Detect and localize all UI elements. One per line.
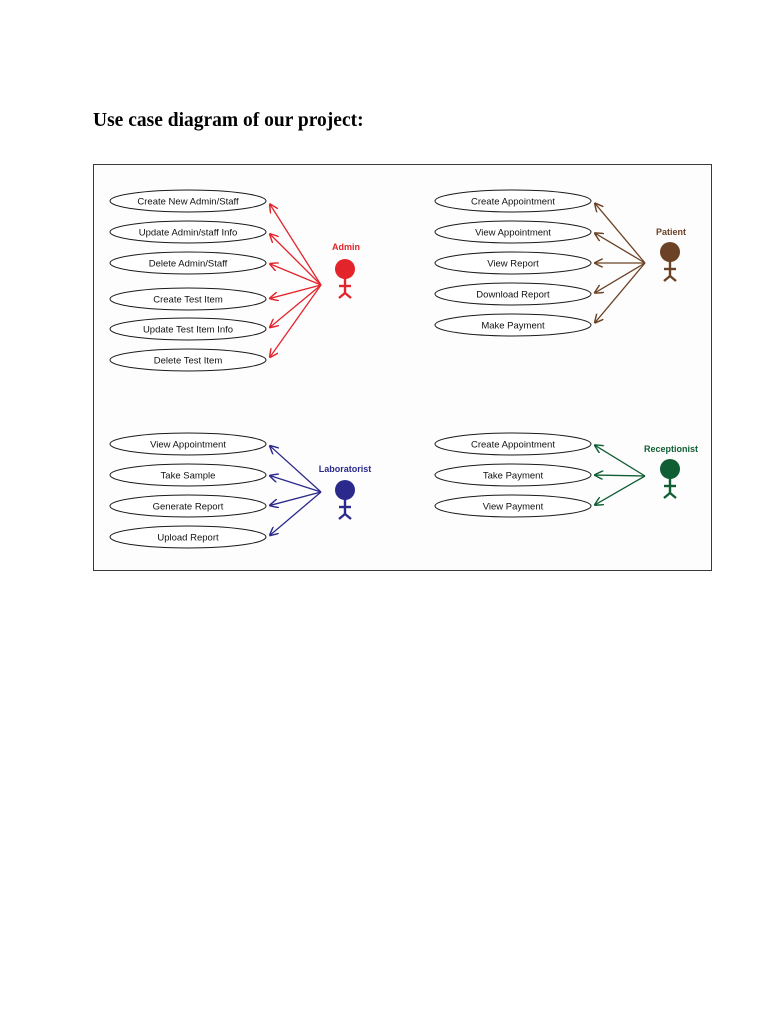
use-case-ellipse <box>109 348 267 372</box>
use-case-patient: Create Appointment <box>434 189 592 213</box>
use-case-ellipse <box>434 313 592 337</box>
use-case-admin: Create Test Item <box>109 287 267 311</box>
use-case-label: Create Appointment <box>471 440 555 451</box>
use-case-admin: Update Admin/staff Info <box>109 220 267 244</box>
association-arrow <box>270 476 322 493</box>
receptionist-actor-icon <box>660 459 680 499</box>
use-case-admin: Delete Test Item <box>109 348 267 372</box>
use-case-label: Create Test Item <box>153 295 223 306</box>
use-case-ellipse <box>109 463 267 487</box>
association-arrow <box>270 234 322 286</box>
use-case-receptionist: Take Payment <box>434 463 592 487</box>
association-arrow <box>595 475 646 476</box>
use-case-label: Update Admin/staff Info <box>139 228 238 239</box>
association-arrow <box>595 262 646 323</box>
use-case-label: View Appointment <box>475 228 551 239</box>
use-case-receptionist: Create Appointment <box>434 432 592 456</box>
association-arrow <box>270 491 322 535</box>
use-case-ellipse <box>434 494 592 518</box>
use-case-ellipse <box>434 251 592 275</box>
use-case-ellipse <box>109 220 267 244</box>
use-case-ellipse <box>109 525 267 549</box>
laboratorist-actor-icon <box>335 480 355 520</box>
actor-name-receptionist: Receptionist <box>644 444 698 454</box>
use-case-ellipse <box>434 220 592 244</box>
use-case-ellipse <box>109 287 267 311</box>
patient-actor-icon <box>660 242 680 282</box>
association-arrow <box>270 284 322 357</box>
use-case-laboratorist: Generate Report <box>109 494 267 518</box>
use-case-laboratorist: Take Sample <box>109 463 267 487</box>
use-case-laboratorist: View Appointment <box>109 432 267 456</box>
actor-name-admin: Admin <box>332 242 360 252</box>
use-case-patient: Download Report <box>434 282 592 306</box>
actor-name-laboratorist: Laboratorist <box>319 464 372 474</box>
use-case-ellipse <box>109 317 267 341</box>
use-case-ellipse <box>434 432 592 456</box>
use-case-ellipse <box>434 189 592 213</box>
association-arrow <box>270 284 322 298</box>
use-case-ellipse <box>109 251 267 275</box>
association-arrow <box>270 284 322 327</box>
use-case-ellipse <box>109 494 267 518</box>
use-case-label: View Report <box>487 259 539 270</box>
use-case-admin: Create New Admin/Staff <box>109 189 267 213</box>
use-case-ellipse <box>109 432 267 456</box>
use-case-label: View Appointment <box>150 440 226 451</box>
use-case-label: Delete Test Item <box>154 356 223 367</box>
use-case-patient: Make Payment <box>434 313 592 337</box>
use-case-label: Take Payment <box>483 471 544 482</box>
use-case-ellipse <box>434 463 592 487</box>
use-case-label: Create New Admin/Staff <box>137 197 239 208</box>
use-case-receptionist: View Payment <box>434 494 592 518</box>
use-case-label: Make Payment <box>481 321 545 332</box>
association-arrow <box>270 204 322 286</box>
association-arrow <box>595 203 646 264</box>
association-arrow <box>270 264 322 286</box>
use-case-patient: View Report <box>434 251 592 275</box>
use-case-label: Create Appointment <box>471 197 555 208</box>
use-case-patient: View Appointment <box>434 220 592 244</box>
use-case-admin: Delete Admin/Staff <box>109 251 267 275</box>
use-case-label: Upload Report <box>157 533 219 544</box>
use-case-laboratorist: Upload Report <box>109 525 267 549</box>
use-case-label: Take Sample <box>161 471 216 482</box>
association-arrow <box>595 233 646 264</box>
use-case-label: Delete Admin/Staff <box>149 259 228 270</box>
use-case-label: Generate Report <box>153 502 224 513</box>
use-case-ellipse <box>434 282 592 306</box>
association-arrow <box>270 491 322 505</box>
use-case-admin: Update Test Item Info <box>109 317 267 341</box>
use-case-label: Download Report <box>476 290 550 301</box>
association-arrow <box>595 475 646 505</box>
association-arrow <box>270 446 322 493</box>
use-case-ellipse <box>109 189 267 213</box>
actor-name-patient: Patient <box>656 227 686 237</box>
use-case-label: Update Test Item Info <box>143 325 233 336</box>
page-heading: Use case diagram of our project: <box>93 110 364 131</box>
admin-actor-icon <box>335 259 355 299</box>
association-arrow <box>595 445 646 477</box>
use-case-label: View Payment <box>483 502 544 513</box>
association-arrow <box>595 262 646 293</box>
